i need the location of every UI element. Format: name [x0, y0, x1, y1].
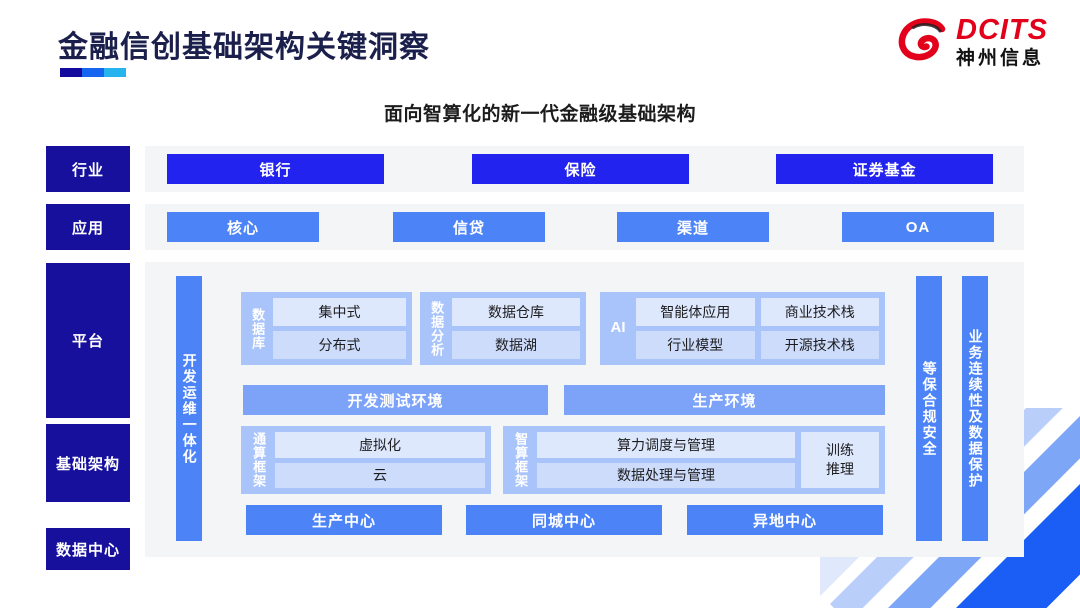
industry-item-bank[interactable]: 银行	[167, 154, 384, 184]
rail-label-platform: 平台	[46, 263, 130, 418]
rail-label-infrastructure: 基础架构	[46, 424, 130, 502]
rail-label-datacenter: 数据中心	[46, 528, 130, 570]
group-label-data-analysis: 数据分析	[429, 300, 445, 357]
chip-open-source-tech-stack[interactable]: 开源技术栈	[760, 331, 879, 359]
title-underline-accent	[60, 68, 126, 77]
datacenter-item-remote[interactable]: 异地中心	[687, 505, 883, 535]
application-item-oa[interactable]: OA	[842, 212, 994, 242]
vertical-bar-devops: 开发运维一体化	[176, 276, 202, 541]
chip-centralized[interactable]: 集中式	[273, 298, 406, 326]
group-label-ai: AI	[610, 319, 626, 337]
brand-logo: DCITS 神州信息	[898, 16, 1048, 68]
subtitle: 面向智算化的新一代金融级基础架构	[383, 104, 696, 125]
application-item-channel[interactable]: 渠道	[617, 212, 769, 242]
industry-item-securities-fund[interactable]: 证券基金	[776, 154, 993, 184]
chip-data-lake[interactable]: 数据湖	[452, 331, 580, 359]
datacenter-item-production[interactable]: 生产中心	[246, 505, 442, 535]
chip-training-label: 训练	[826, 442, 854, 459]
environment-production[interactable]: 生产环境	[564, 385, 885, 415]
chip-agent-application[interactable]: 智能体应用	[636, 298, 755, 326]
rail-label-industry: 行业	[46, 146, 130, 192]
group-card-data-analysis: 数据分析 数据仓库 数据湖	[420, 292, 586, 365]
chip-commercial-tech-stack[interactable]: 商业技术栈	[760, 298, 879, 326]
group-label-general-compute-framework: 通算框架	[251, 432, 267, 488]
application-item-credit[interactable]: 信贷	[393, 212, 545, 242]
swirl-logo-icon	[898, 18, 946, 61]
chip-compute-scheduling-management[interactable]: 算力调度与管理	[537, 432, 795, 458]
chip-data-processing-management[interactable]: 数据处理与管理	[537, 462, 795, 488]
logo-text-cn: 神州信息	[956, 48, 1045, 69]
datacenter-item-metro[interactable]: 同城中心	[466, 505, 662, 535]
application-item-core[interactable]: 核心	[167, 212, 319, 242]
chip-cloud[interactable]: 云	[275, 462, 485, 488]
environment-dev-test[interactable]: 开发测试环境	[243, 385, 548, 415]
logo-text-en: DCITS	[956, 14, 1048, 46]
group-card-intelligent-compute-framework: 智算框架 算力调度与管理 数据处理与管理 训练 推理	[503, 426, 885, 494]
group-label-intelligent-compute-framework: 智算框架	[513, 432, 529, 488]
chip-inference-label: 推理	[826, 461, 854, 477]
group-label-database: 数据库	[250, 307, 266, 350]
group-card-database: 数据库 集中式 分布式	[241, 292, 412, 365]
chip-industry-model[interactable]: 行业模型	[636, 331, 755, 359]
group-card-ai: AI 智能体应用 商业技术栈 行业模型 开源技术栈	[600, 292, 885, 365]
industry-item-insurance[interactable]: 保险	[472, 154, 689, 184]
chip-data-warehouse[interactable]: 数据仓库	[452, 298, 580, 326]
rail-label-application: 应用	[46, 204, 130, 250]
vertical-bar-security-compliance: 等保合规安全	[916, 276, 942, 541]
chip-distributed[interactable]: 分布式	[273, 331, 406, 359]
page-title: 金融信创基础架构关键洞察	[58, 31, 430, 64]
chip-training-inference[interactable]: 训练 推理	[801, 432, 879, 488]
chip-virtualization[interactable]: 虚拟化	[275, 432, 485, 458]
group-card-general-compute-framework: 通算框架 虚拟化 云	[241, 426, 491, 494]
vertical-bar-business-continuity: 业务连续性及数据保护	[962, 276, 988, 541]
